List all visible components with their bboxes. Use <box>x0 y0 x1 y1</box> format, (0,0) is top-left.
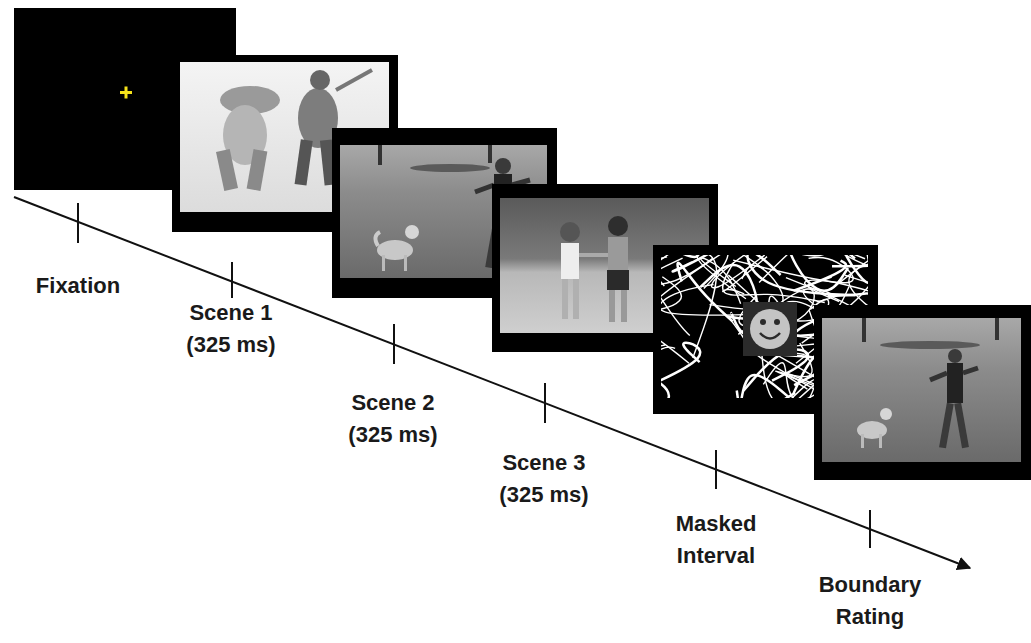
mask-stroke <box>737 375 788 398</box>
timeline-label: Masked Interval <box>656 508 776 572</box>
mask-stroke <box>794 261 846 291</box>
mask-stroke <box>738 393 808 398</box>
mask-stroke <box>678 263 733 321</box>
mask-stroke <box>661 321 675 371</box>
mask-stroke <box>661 327 689 363</box>
mask-stroke <box>661 343 700 398</box>
mask-stroke <box>759 255 833 283</box>
timeline-label: Boundary Rating <box>810 569 930 633</box>
mask-stroke <box>661 255 738 275</box>
timeline-label: Scene 1 (325 ms) <box>171 297 291 361</box>
timeline-label: Scene 3 (325 ms) <box>484 447 604 511</box>
mask-stroke <box>787 255 848 291</box>
timeline-label: Fixation <box>18 270 138 302</box>
timeline-label: Scene 2 (325 ms) <box>333 387 453 451</box>
mask-stroke <box>747 255 855 295</box>
boundary-rating-photo <box>814 305 1031 480</box>
